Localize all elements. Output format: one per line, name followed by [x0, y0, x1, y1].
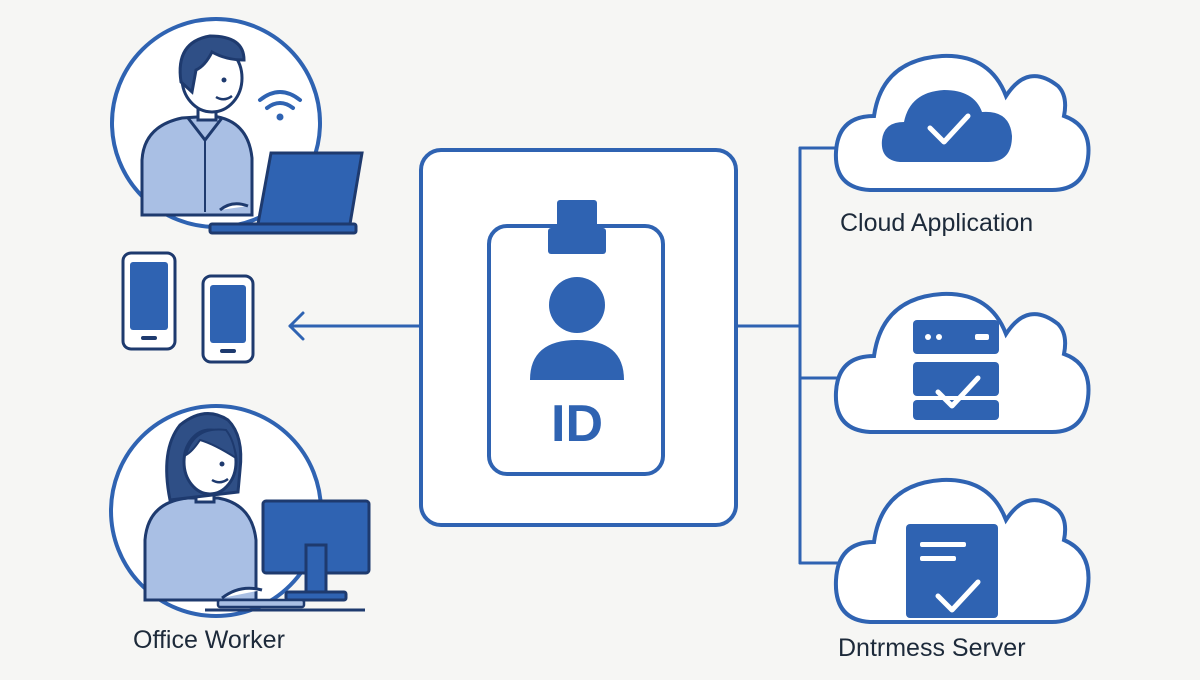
office-worker-label: Office Worker	[133, 626, 285, 654]
user-silhouette-icon	[530, 277, 624, 380]
badge-id-text: ID	[551, 395, 603, 453]
wifi-icon	[258, 90, 302, 121]
server-label: Dntrmess Server	[838, 634, 1026, 662]
person-at-desktop-icon	[109, 404, 371, 618]
document-server-check-icon	[833, 477, 1091, 624]
connector-lines	[734, 146, 840, 565]
cloud-application-icon	[833, 53, 1091, 192]
person-with-laptop-icon	[110, 17, 364, 235]
server-rack-check-icon	[833, 291, 1091, 434]
left-arrow-icon	[288, 311, 421, 341]
cloud-application-label: Cloud Application	[840, 209, 1034, 237]
smartphone-icon	[201, 274, 255, 364]
smartphone-icon	[121, 251, 177, 351]
